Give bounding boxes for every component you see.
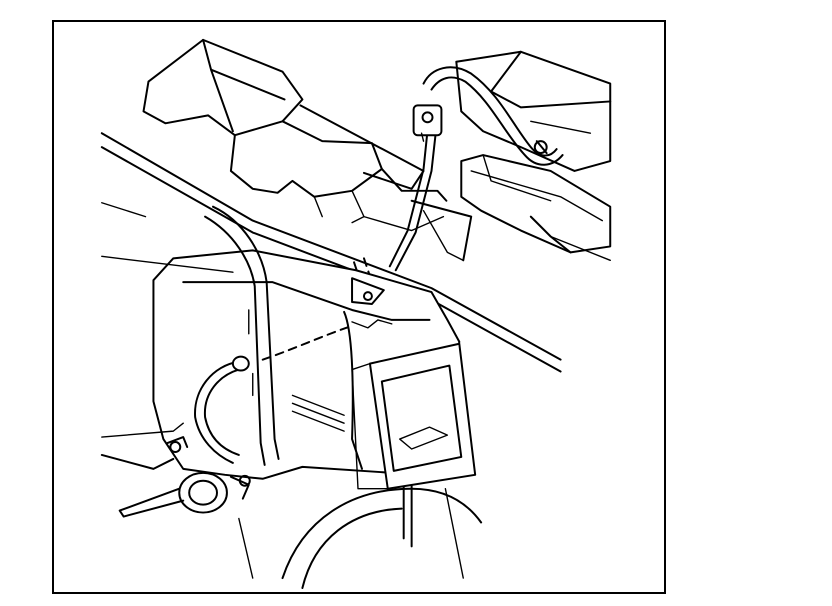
technical-illustration [100,38,612,590]
illustration-frame [52,20,666,594]
case-bracket [204,205,280,466]
wheel-well [238,487,483,590]
right-duct-assembly [410,50,612,262]
air-outlet [351,342,477,490]
windshield-edge [100,132,562,373]
vacuum-actuator [118,355,251,518]
upper-duct-housing [142,38,448,232]
vacuum-hose-connector [412,104,548,155]
cowl-panel [100,255,234,470]
